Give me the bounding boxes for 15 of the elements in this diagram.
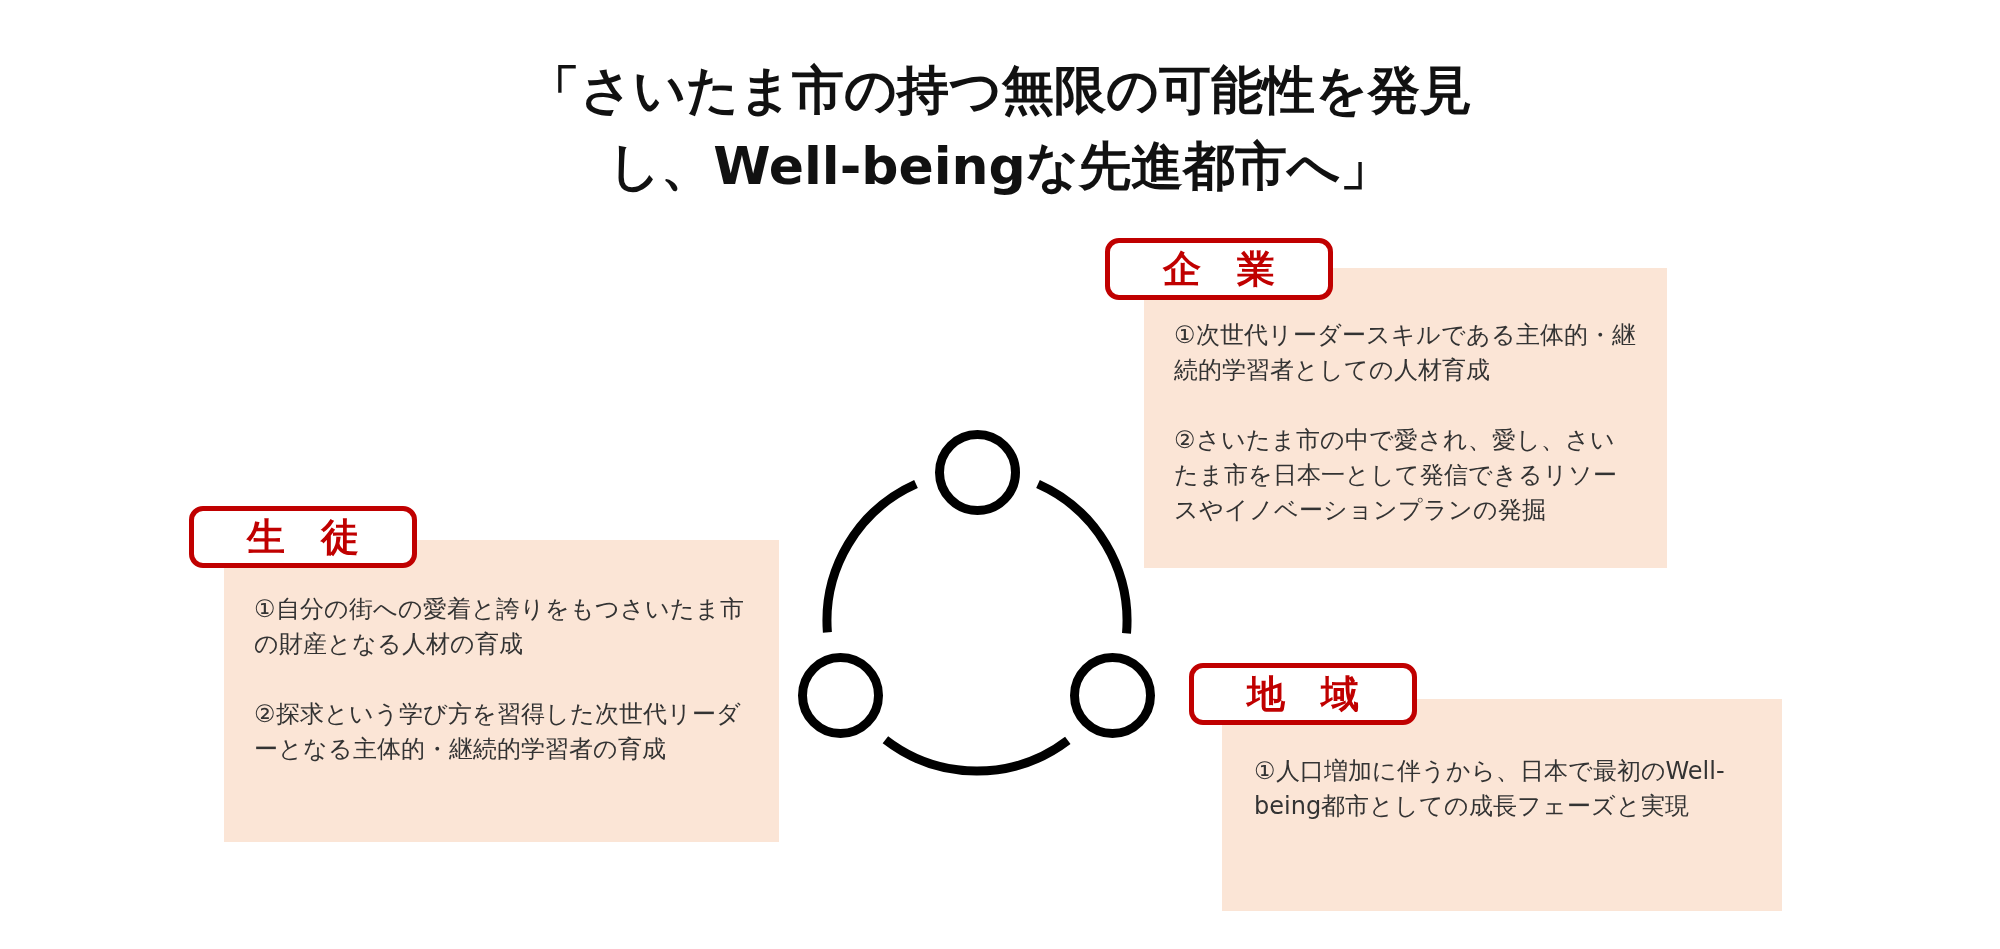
title: 「さいたま市の持つ無限の可能性を発見し、Well-beingな先進都市へ」 bbox=[527, 59, 1473, 198]
paragraph: ①自分の街への愛着と誇りをもつさいたま市の財産となる人材の育成 bbox=[254, 594, 745, 660]
circle bbox=[934, 429, 1020, 515]
paragraph: ②探求という学び方を習得した次世代リーダーとなる主体的・継続的学習者の育成 bbox=[254, 699, 742, 765]
circle bbox=[797, 652, 883, 738]
heading-tab: 地域 bbox=[1189, 663, 1417, 725]
connector-arc bbox=[882, 736, 1071, 776]
paragraph: ①次世代リーダースキルである主体的・継続的学習者としての人材育成 bbox=[1174, 320, 1637, 386]
heading-tab: 生徒 bbox=[189, 506, 417, 568]
paragraph: ①人口増加に伴うから、日本で最初のWell-being都市としての成長フェーズと実現 bbox=[1254, 756, 1726, 822]
connector-arc bbox=[822, 480, 919, 633]
paragraph: ②さいたま市の中で愛され、愛し、さいたま市を日本一として発信できるリソースやイノベーションプランの発掘 bbox=[1174, 425, 1618, 526]
connector-arc bbox=[1035, 480, 1132, 634]
heading-tab: 企業 bbox=[1105, 238, 1333, 300]
circle bbox=[1069, 652, 1155, 738]
